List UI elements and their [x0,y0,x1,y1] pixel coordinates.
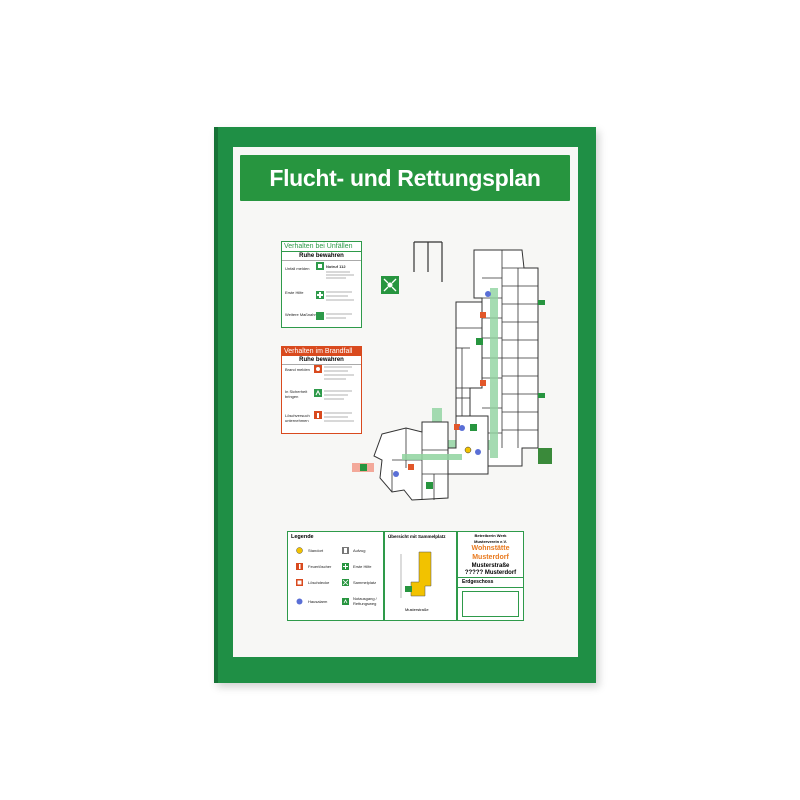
fire-box-title: Verhalten im Brandfall [282,347,361,356]
elevator-icon [342,547,349,554]
info-line-2: Musterverein e.V. [474,539,507,544]
plan-left-wing [373,421,449,501]
legend-title: Legende [291,534,314,540]
emergency-exit-icon [342,598,349,605]
accident-step-2: Erste Hilfe [285,290,304,295]
plan-entrance-lines [413,241,443,282]
fire-step-2: In Sicherheit bringen [285,389,308,399]
info-box: Betreiberin Werk Musterverein e.V. Wohns… [457,531,524,621]
fire-instructions-box: Verhalten im Brandfall Ruhe bewahren Bra… [281,346,362,434]
legend-label-aufzug: Aufzug [353,548,366,553]
floor-divider [458,587,523,588]
legend-label-notausgang: Notausgang / Rettungsweg [353,596,377,606]
legend-box: Legende Standort Aufzug Feuerlöscher Ers… [287,531,384,621]
fire-blanket-icon [296,579,303,586]
frame-edge-shadow [214,127,218,683]
accident-box-subtitle: Ruhe bewahren [282,252,361,261]
accident-instructions-box: Verhalten bei Unfällen Ruhe bewahren Unf… [281,241,362,328]
emergency-number: Notruf 112 [326,264,346,269]
floor-label: Erdgeschoss [462,579,494,585]
fire-step-3: Löschversuch unternehmen [285,413,310,423]
legend-label-sammelplatz: Sammelplatz [353,580,377,585]
accident-text-lines [326,271,354,319]
phone-icon [316,262,324,270]
fire-text-lines [324,366,354,422]
overview-street: Musterstraße [405,607,429,612]
legend-label-standort: Standort [308,548,324,553]
alarm-icon [296,598,303,605]
info-line-5: Musterstraße [471,563,510,569]
title-bar: Flucht- und Rettungsplan [240,155,570,201]
legend-label-erste-hilfe: Erste Hilfe [353,564,372,569]
accident-step-3: Weitere Maßnahmen [285,312,323,317]
fire-extinguisher-icon [296,563,303,570]
extinguisher-icon [314,411,322,419]
accident-step-1: Unfall melden [285,266,310,271]
info-divider [458,577,523,578]
exit-arrow-icon [352,463,374,472]
plan-symbols [393,291,552,489]
accident-box-title: Verhalten bei Unfällen [282,242,361,252]
overview-title: Übersicht mit Sammelplatz [388,534,446,539]
you-are-here-icon [296,547,303,554]
info-line-6: ????? Musterdorf [464,570,517,576]
measures-icon [316,312,324,320]
poster-title: Flucht- und Rettungsplan [269,164,541,191]
site-overview-map [400,551,432,598]
legend-label-hausalarm: Hausalarm [308,599,328,604]
overview-box: Übersicht mit Sammelplatz Musterstraße [384,531,457,621]
legend-label-feuerloescher: Feuerlöscher [308,564,332,569]
fire-step-1: Brand melden [285,367,310,372]
blank-field [462,591,519,617]
assembly-point-icon [342,579,349,586]
first-aid-icon [342,563,349,570]
floor-plan [352,241,552,501]
exit-icon [314,389,322,397]
first-aid-icon [316,291,324,299]
fire-box-subtitle: Ruhe bewahren [282,356,361,365]
info-line-4: Musterdorf [472,554,509,561]
legend-label-loeschdecke: Löschdecke [308,580,330,585]
info-line-1: Betreiberin Werk [474,533,507,538]
info-line-3: Wohnstätte [471,545,510,552]
left-wing-route [402,454,462,460]
assembly-point-icon [381,276,399,294]
fire-alarm-icon [314,365,322,373]
